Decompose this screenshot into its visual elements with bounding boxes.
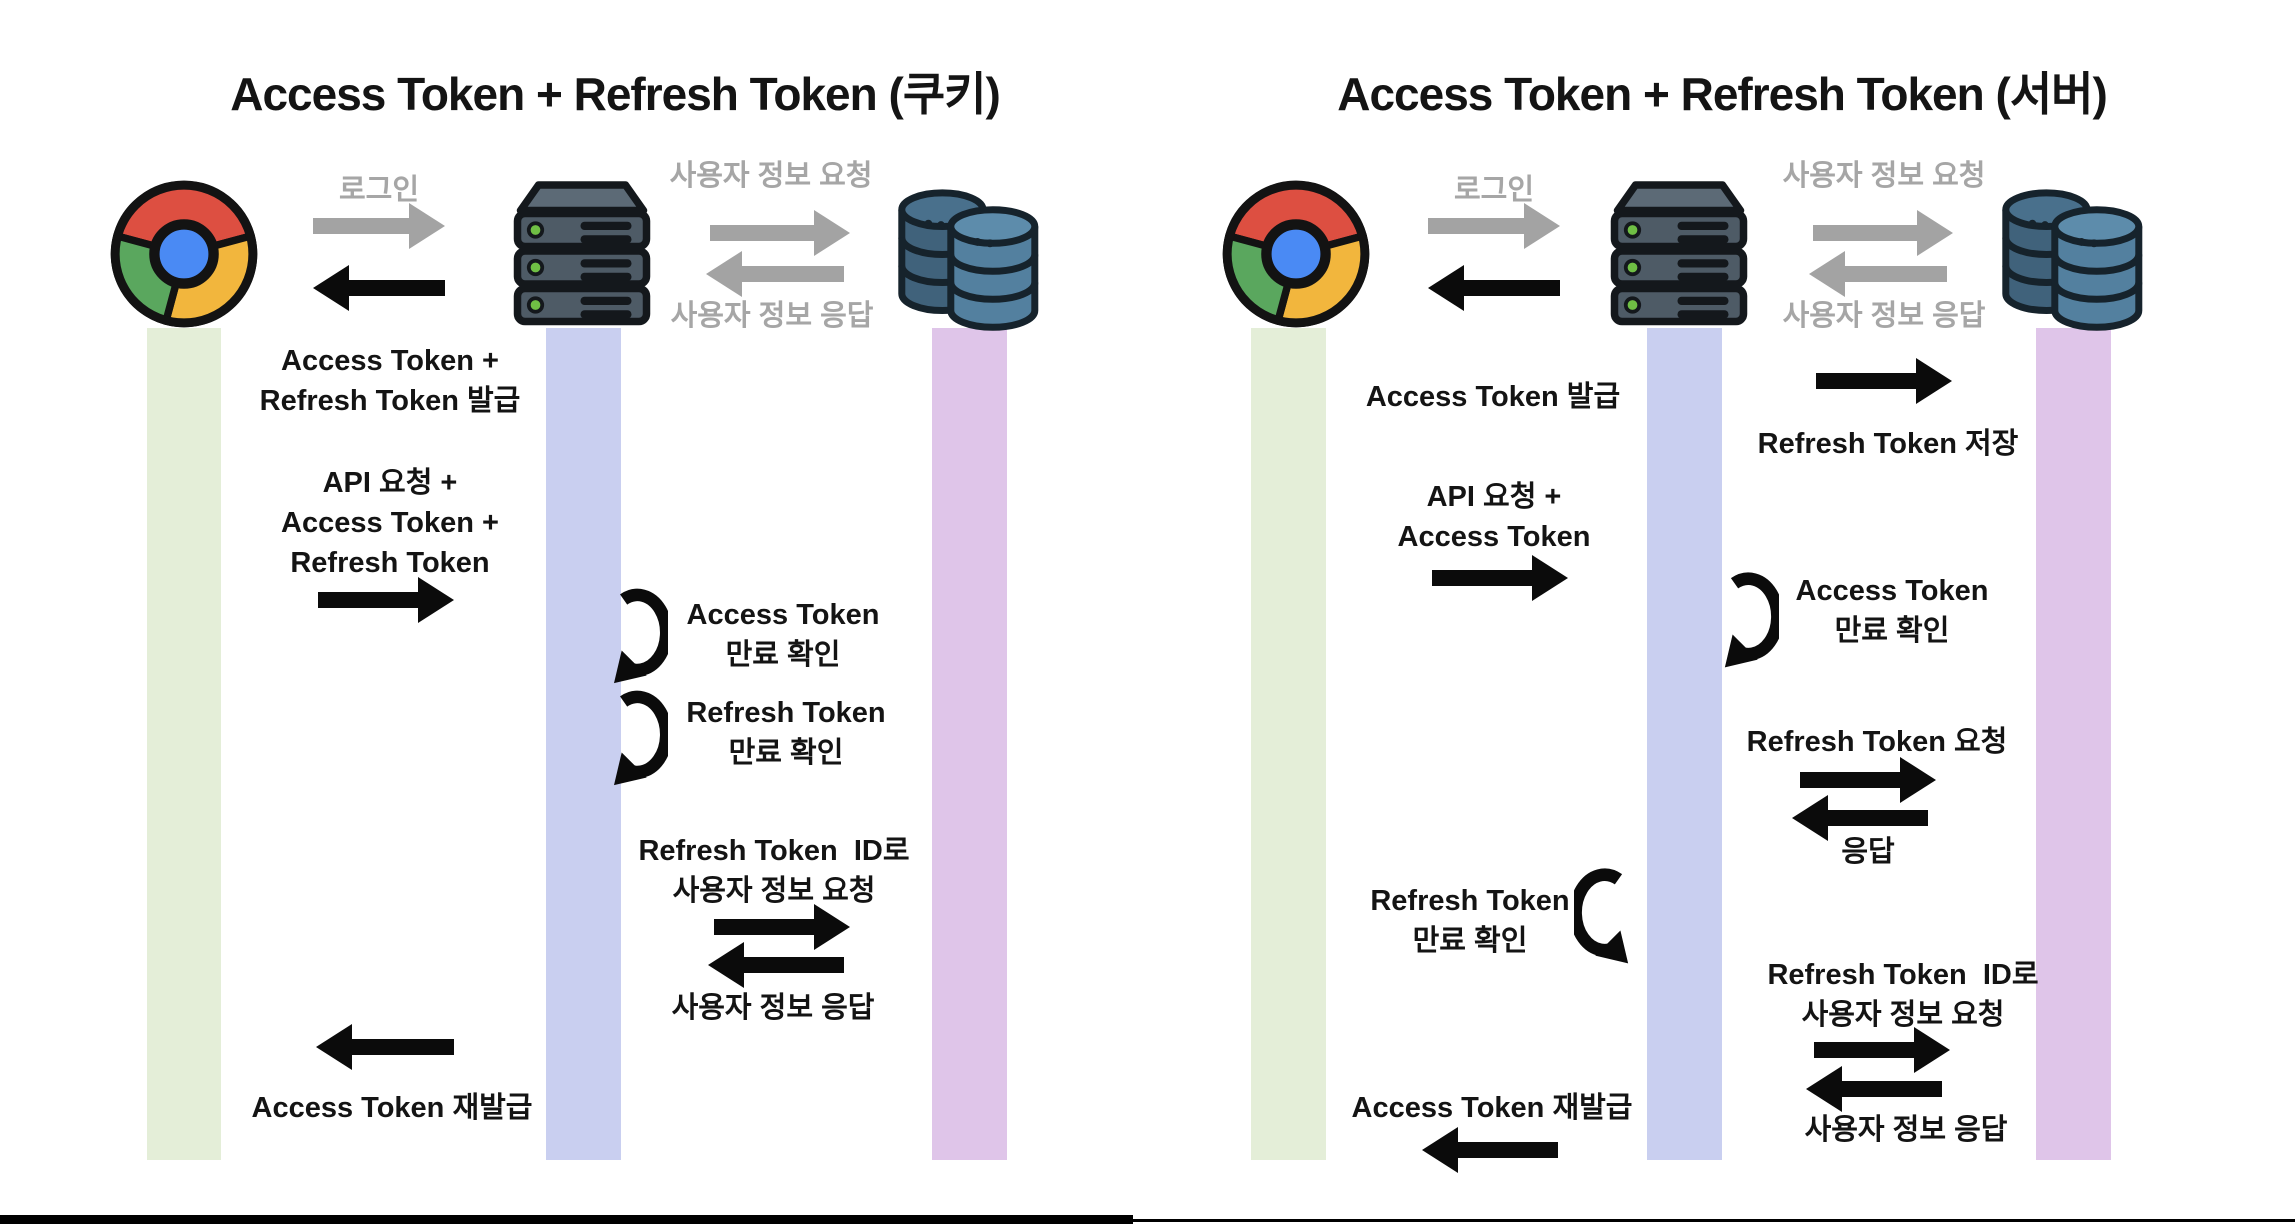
server-icon (513, 181, 651, 326)
id-lookup-arrow-left-icon (1806, 1066, 1942, 1112)
user-info-request-label: 사용자 정보 요청 (669, 160, 873, 192)
server-icon (1610, 181, 1748, 326)
database-icon (2002, 189, 2143, 331)
id-lookup-arrow-right-icon (714, 904, 850, 950)
user-info-request-arrow-right-icon (710, 210, 850, 256)
id-lookup-arrow-left-icon (708, 942, 844, 988)
refresh-store-arrow-right-icon (1816, 358, 1952, 404)
api-request-label: API 요청 +Access Token +Refresh Token (281, 467, 499, 579)
refresh-token-request-label: Refresh Token 요청 (1746, 726, 2008, 758)
login-label: 로그인 (1453, 174, 1535, 206)
response-label: 응답 (1841, 836, 1895, 868)
reissue-arrow-left-icon (1422, 1127, 1558, 1173)
access-token-issue-label: Access Token 발급 (1365, 381, 1621, 413)
lifeline-browser (147, 328, 221, 1160)
lifeline-server (546, 328, 621, 1160)
refresh-token-expiry-loop-icon (1574, 868, 1629, 964)
reissue-arrow-left-icon (316, 1024, 454, 1070)
api-request-arrow-right-icon (318, 577, 454, 623)
chrome-browser-icon (1222, 180, 1370, 328)
panel-cookie-title: Access Token + Refresh Token (쿠키) (230, 68, 1001, 120)
user-info-request-arrow-right-icon (1813, 210, 1953, 256)
refresh-token-store-label: Refresh Token 저장 (1757, 428, 2019, 460)
panel-server-title: Access Token + Refresh Token (서버) (1337, 68, 2108, 120)
id-lookup-arrow-right-icon (1814, 1027, 1950, 1073)
chrome-browser-icon (110, 180, 258, 328)
user-info-request-label: 사용자 정보 요청 (1782, 160, 1986, 192)
bottom-divider-line (0, 1219, 2295, 1222)
token-issue-arrow-left-icon (1428, 265, 1560, 311)
reissue-label: Access Token 재발급 (251, 1092, 533, 1124)
login-arrow-right-icon (1428, 203, 1560, 249)
token-issue-arrow-left-icon (313, 265, 445, 311)
lifeline-database (932, 328, 1007, 1160)
login-label: 로그인 (338, 174, 420, 206)
api-request-arrow-right-icon (1432, 555, 1568, 601)
user-info-response-arrow-left-icon (706, 251, 844, 297)
refresh-request-arrow-right-icon (1800, 757, 1936, 803)
refresh-response-arrow-left-icon (1792, 795, 1928, 841)
lifeline-server (1647, 328, 1722, 1160)
user-info-response2-label: 사용자 정보 응답 (1804, 1114, 2008, 1146)
access-token-expiry-loop-icon (614, 588, 668, 684)
user-info-response-label: 사용자 정보 응답 (670, 300, 874, 332)
user-info-response2-label: 사용자 정보 응답 (671, 992, 875, 1024)
reissue-label: Access Token 재발급 (1351, 1092, 1633, 1124)
api-request-label: API 요청 +Access Token (1397, 481, 1591, 553)
login-arrow-right-icon (313, 203, 445, 249)
lifeline-browser (1251, 328, 1326, 1160)
database-icon (898, 189, 1039, 331)
refresh-token-expiry-loop-icon (614, 690, 668, 786)
user-info-response-label: 사용자 정보 응답 (1782, 300, 1986, 332)
user-info-response-arrow-left-icon (1809, 251, 1947, 297)
access-token-expiry-loop-icon (1724, 572, 1779, 668)
lifeline-database (2036, 328, 2111, 1160)
token-issue-label: Access Token +Refresh Token 발급 (259, 345, 521, 417)
bottom-divider-bar (0, 1215, 1133, 1224)
